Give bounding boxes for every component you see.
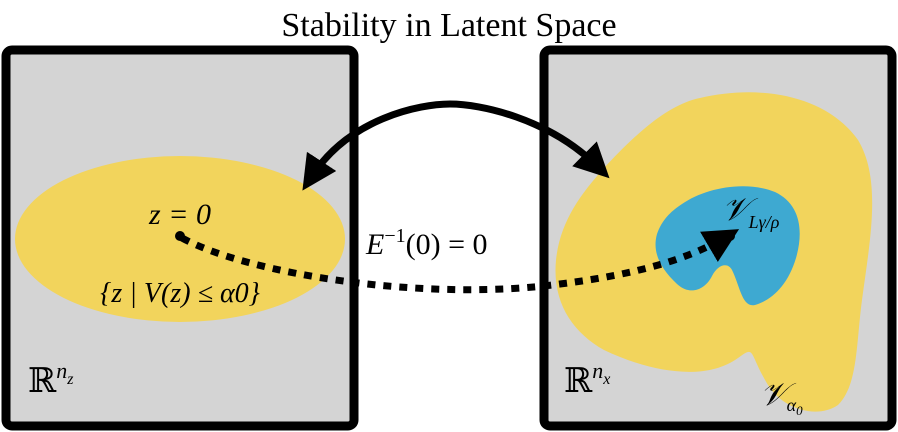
state-space-base: ℝ (564, 363, 593, 400)
latent-space-base: ℝ (28, 363, 57, 400)
state-origin-point (725, 231, 735, 241)
state-space-sup-sub: x (602, 371, 610, 388)
latent-space-sup: n (56, 358, 67, 383)
inner-set-sub: Lγ/ρ (748, 212, 780, 232)
mapping-suffix: (0) = 0 (406, 228, 488, 261)
mapping-label: E−1(0) = 0 (365, 225, 488, 261)
sublevel-set-label: {z | V(z) ≤ α0} (100, 278, 260, 309)
outer-set-sub-sub: 0 (796, 403, 803, 418)
diagram-title: Stability in Latent Space (281, 7, 616, 44)
state-space-label: ℝnx (564, 358, 610, 400)
outer-set-sub: α (787, 395, 797, 415)
mapping-prefix: E (365, 228, 384, 261)
latent-space-label: ℝnz (28, 358, 74, 400)
origin-label: z = 0 (148, 198, 211, 231)
latent-space-sup-sub: z (66, 371, 74, 388)
encoder-decoder-arrow (302, 100, 610, 191)
trajectory-path (180, 229, 740, 294)
state-space-sup: n (592, 358, 603, 383)
mapping-sup: −1 (384, 225, 405, 247)
latent-space-panel: z = 0 {z | V(z) ≤ α0} ℝnz (1, 45, 359, 431)
